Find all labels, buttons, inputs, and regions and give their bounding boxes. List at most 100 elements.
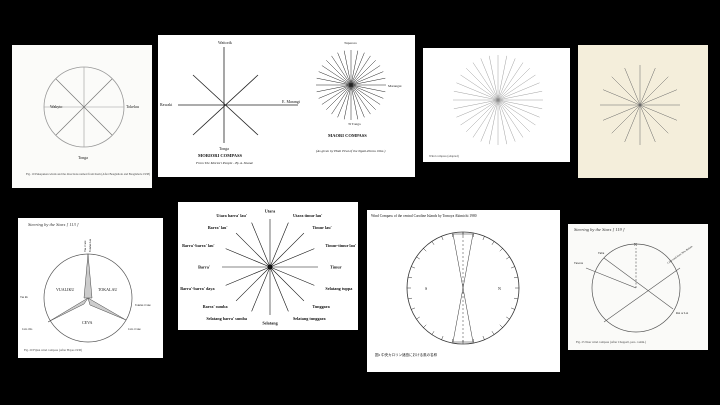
compass-ray: [423, 248, 427, 252]
direction-label: Utara: [265, 209, 276, 214]
nuer-compass-image: Steering by the Stars [ 119 ] N Tubu Tuw…: [568, 224, 708, 350]
compass-ray: [225, 248, 271, 268]
direction-label: Timur: [330, 265, 342, 270]
figure-caption: Fig. 10 Pukapukan winds and the directio…: [26, 172, 151, 176]
label: Rai or Lai: [676, 311, 688, 315]
compass-ray: [423, 324, 427, 328]
compass-ray: [269, 266, 305, 302]
compass-ray: [639, 104, 678, 121]
label: Tokalau Lau: [89, 238, 92, 252]
compass-ray: [431, 331, 435, 335]
compass-ray: [408, 297, 413, 300]
direction-label: Barra' sumba: [203, 304, 229, 309]
compass-ray: [497, 99, 536, 126]
compass-drawing: N Tubu Tuwere Cold wind from New Britain…: [574, 242, 694, 333]
compass-ray: [497, 58, 516, 101]
compass-ray: [460, 74, 499, 101]
label-south: Tonga: [219, 146, 229, 151]
label: Ceva i Cake: [128, 328, 142, 331]
compass-ray: [350, 84, 384, 99]
sector-tokalau: TOKALAU: [98, 287, 117, 292]
compass-ray: [337, 52, 352, 86]
compass-ray: [321, 84, 352, 105]
label-s: S: [425, 286, 427, 291]
label: Tuwere: [574, 261, 584, 265]
compass-ray: [331, 55, 352, 86]
direction-label: Timur lau': [312, 225, 331, 230]
label: Ceva i Ra: [22, 328, 33, 331]
compass-ray: [453, 91, 499, 101]
compass-ray: [639, 104, 656, 143]
compass-ray: [350, 60, 376, 86]
compass-ray: [489, 99, 499, 145]
direction-label: Utara barra' lau': [216, 213, 247, 218]
label-maori-north: Tuparoro: [344, 41, 357, 45]
compass-ray: [350, 77, 386, 86]
direction-label: Barra'-barra' lau': [182, 243, 214, 248]
compass-ray: [639, 104, 669, 134]
direction-label: Timur-timur lau': [325, 243, 356, 248]
compass-ray: [441, 236, 444, 241]
figure-caption: 図2 中央カロリン諸島における風の名称: [375, 352, 438, 357]
compass-ray: [456, 99, 499, 118]
compass-ray: [350, 84, 376, 110]
label-maori-east: Marangai: [388, 84, 401, 88]
label: Vua i Cake: [84, 240, 87, 252]
figure-caption: Fig. 25 Nuer wind compass (After Chappel…: [576, 340, 646, 344]
compass-ray: [639, 67, 656, 106]
compass-ray: [350, 84, 365, 118]
compass-ray: [316, 84, 352, 93]
compass-ray: [350, 71, 384, 86]
compass-ray: [506, 316, 510, 320]
compass-drawing: [453, 55, 543, 145]
maori-subtitle: (As given by Hoki Tirai of the Ngati-Por…: [316, 149, 386, 153]
label: Tokalau i Cake: [135, 304, 152, 307]
compass-ray: [497, 55, 507, 101]
compass-ray: [510, 307, 515, 310]
compass-ray: [466, 99, 499, 132]
compass-ray: [350, 84, 371, 115]
label: Cold wind from New Britain: [667, 245, 694, 265]
compass-ray: [350, 65, 381, 86]
compass-ray: [491, 331, 495, 335]
cream-compass-image: [578, 45, 708, 178]
compass-ray: [269, 232, 305, 268]
page-header: Steering by the Stars [ 119 ]: [574, 227, 625, 232]
compass-ray: [482, 335, 485, 340]
compass-ray: [497, 62, 524, 101]
compass-ray: [497, 74, 536, 101]
compass-ray: [472, 62, 499, 101]
compass-ray: [602, 104, 641, 121]
compass-ray: [441, 335, 444, 340]
compass-ray: [639, 76, 669, 106]
compass-ray: [269, 266, 289, 312]
compass-ray: [482, 236, 485, 241]
compass-ray: [466, 68, 499, 101]
direction-label: Selatang barra' sumba: [206, 316, 248, 321]
direction-label: Barra': [198, 265, 210, 270]
direction-label: Tunggara: [312, 304, 330, 309]
moriori-title: MORIORI COMPASS: [198, 153, 243, 158]
compass-ray: [251, 266, 271, 312]
direction-label: Selatang tunggara: [293, 316, 327, 321]
compass-ray: [489, 55, 499, 101]
compass-drawing: Wakyto Tokelau Tonga: [43, 66, 139, 160]
compass-ray: [499, 248, 503, 252]
compass-ray: [611, 104, 641, 134]
compass-ray: [408, 276, 413, 279]
compass-ray: [350, 52, 365, 86]
compass-ray: [321, 65, 352, 86]
caroline-compass-image: Wind Compass of the central Caroline Isl…: [367, 210, 560, 372]
label: Vua Ra: [20, 296, 29, 299]
compass-ray: [411, 266, 416, 269]
compass-ray: [350, 50, 359, 86]
compass-ray: [453, 99, 499, 109]
compass-ray: [497, 91, 543, 101]
compass-ray: [350, 84, 381, 105]
compass-ray: [343, 50, 352, 86]
compass-ray: [497, 99, 507, 145]
label-east: E. Marangi: [282, 99, 301, 104]
label-east: Tokelau: [126, 104, 139, 109]
starburst-compass-image: Wind compass (adapted): [423, 48, 570, 162]
compass-ray: [460, 99, 499, 126]
